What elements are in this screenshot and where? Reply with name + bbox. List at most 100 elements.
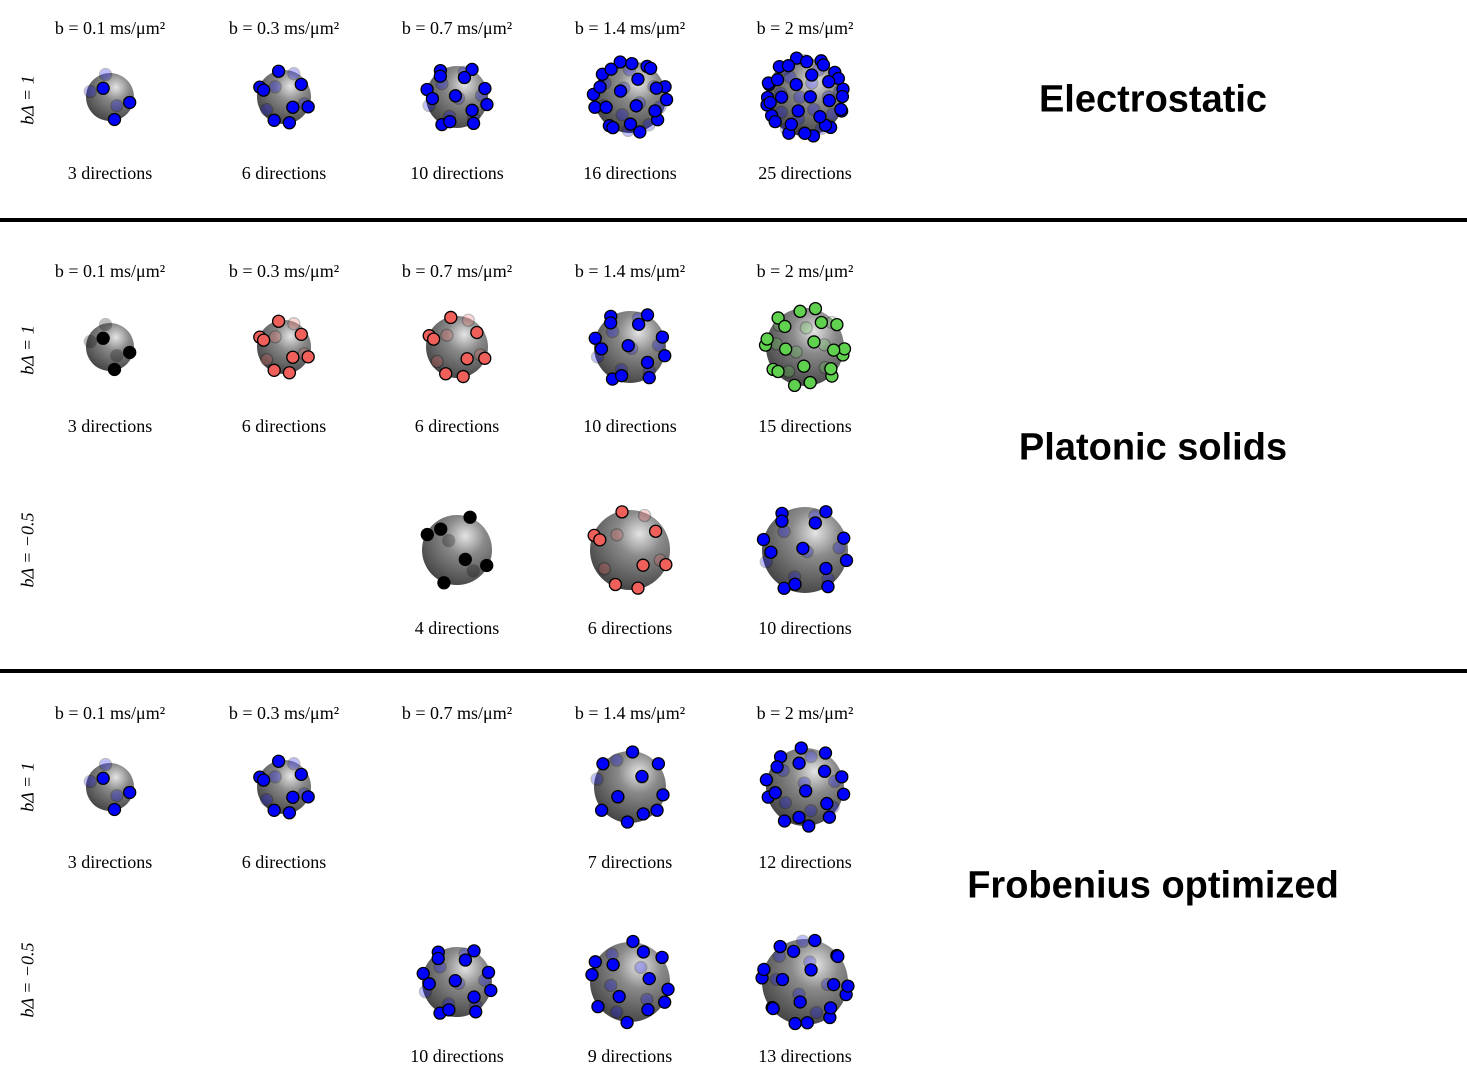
direction-count-caption: 6 directions [241, 163, 327, 183]
direction-point [596, 757, 610, 771]
direction-point [804, 749, 818, 764]
direction-point [822, 810, 837, 824]
direction-point [760, 332, 774, 346]
direction-point [606, 120, 620, 135]
direction-count-caption: 4 directions [414, 618, 500, 638]
direction-point [648, 524, 663, 538]
direction-point [460, 352, 474, 366]
direction-point [641, 1003, 655, 1017]
direction-point [642, 971, 656, 986]
direction-point [623, 117, 638, 131]
direction-count-caption: 3 directions [67, 852, 153, 872]
direction-point [107, 802, 122, 817]
direction-point [800, 1016, 815, 1030]
section-title: Frobenius optimized [967, 864, 1339, 907]
direction-point [458, 953, 473, 967]
direction-point [430, 354, 444, 369]
direction-point [656, 788, 670, 802]
direction-point [841, 979, 855, 993]
direction-point [795, 934, 810, 948]
direction-point [606, 958, 620, 972]
direction-point [636, 945, 651, 959]
direction-point [457, 70, 472, 85]
direction-point [282, 806, 297, 820]
direction-point [110, 789, 124, 803]
direction-count-caption: 6 directions [241, 852, 327, 872]
direction-point [813, 110, 827, 124]
direction-point [107, 362, 122, 377]
direction-point [604, 62, 618, 76]
direction-sphere [759, 741, 851, 833]
direction-point [655, 950, 669, 965]
direction-sphere [590, 745, 670, 829]
direction-count-caption: 25 directions [758, 163, 852, 183]
direction-point [467, 944, 481, 958]
direction-point [282, 366, 297, 380]
direction-sphere [253, 64, 315, 130]
direction-point [282, 116, 297, 130]
direction-point [268, 770, 282, 784]
direction-point [83, 84, 97, 99]
direction-point [123, 95, 137, 110]
direction-point [461, 313, 475, 327]
b-value-label: b = 0.1 ms/μm² [54, 703, 166, 723]
direction-point [803, 90, 817, 104]
direction-sphere [760, 51, 850, 143]
direction-point [615, 505, 629, 519]
direction-point [834, 102, 848, 117]
direction-point [643, 61, 658, 75]
direction-point [809, 1005, 824, 1020]
direction-point [416, 966, 430, 981]
direction-point [481, 965, 496, 980]
direction-point [839, 553, 854, 568]
direction-point [804, 804, 818, 818]
direction-point [271, 754, 286, 768]
direction-point [661, 982, 675, 996]
direction-point [826, 977, 841, 992]
direction-point [651, 757, 666, 771]
direction-sphere [756, 505, 854, 595]
direction-sphere [416, 944, 498, 1020]
direction-count-caption: 3 directions [67, 163, 153, 183]
direction-point [819, 505, 833, 519]
direction-point [294, 767, 308, 781]
direction-point [774, 90, 789, 104]
b-value-label: b = 0.3 ms/μm² [228, 18, 340, 38]
direction-point [836, 787, 851, 801]
direction-point [615, 108, 629, 122]
direction-point [768, 786, 782, 800]
section-divider [0, 669, 1467, 673]
direction-point [808, 516, 822, 530]
sphere-body [422, 515, 492, 585]
direction-point [448, 89, 463, 103]
direction-point [824, 362, 838, 376]
direction-point [637, 508, 652, 523]
sphere-body [594, 61, 666, 133]
direction-point [478, 81, 492, 96]
direction-point [271, 314, 286, 328]
direction-point [456, 369, 470, 384]
direction-point [770, 760, 784, 774]
direction-point [267, 113, 281, 127]
direction-point [287, 67, 301, 81]
direction-point [819, 561, 833, 576]
direction-point [593, 80, 607, 94]
direction-point [594, 803, 609, 817]
direction-count-caption: 12 directions [758, 852, 852, 872]
direction-point [763, 95, 777, 110]
direction-point [777, 814, 792, 828]
direction-point [625, 56, 639, 71]
direction-point [659, 92, 674, 107]
direction-point [631, 581, 645, 595]
direction-count-caption: 13 directions [758, 1046, 852, 1066]
b-value-label: b = 1.4 ms/μm² [574, 703, 686, 723]
sphere-body [590, 510, 670, 590]
direction-point [835, 89, 850, 104]
direction-point [636, 558, 650, 572]
direction-point [757, 962, 771, 977]
direction-point [613, 84, 628, 98]
direction-point [803, 375, 817, 390]
direction-point [650, 803, 664, 817]
row-label-b-delta: bΔ = −0.5 [17, 942, 38, 1018]
direction-point [610, 528, 624, 542]
